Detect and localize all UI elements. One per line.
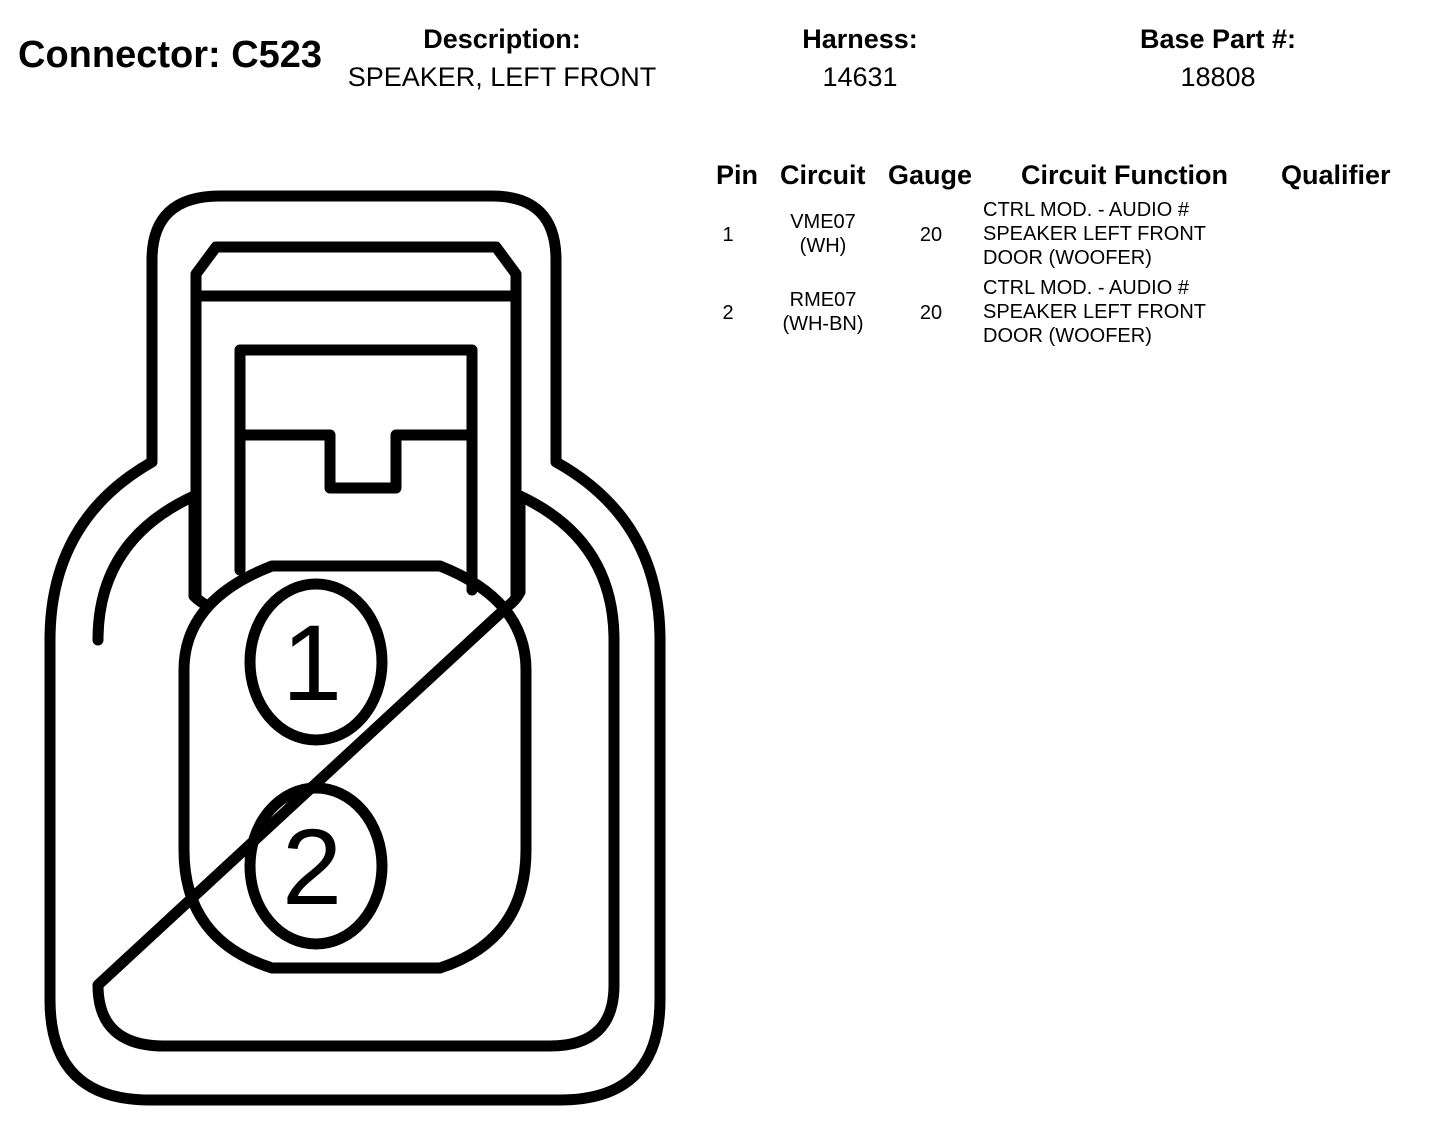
circuit-id: VME07 (WH)	[773, 210, 873, 258]
harness-value: 14631	[822, 62, 898, 92]
base-part-value: 18808	[1180, 62, 1256, 92]
locking-tab-outer	[190, 241, 522, 602]
description-value: SPEAKER, LEFT FRONT	[347, 62, 657, 92]
circuit-code: RME07	[789, 289, 857, 311]
latch-notch	[234, 429, 478, 494]
circuit-id: RME07 (WH-BN)	[773, 288, 873, 336]
harness-block: Harness: 14631	[760, 22, 960, 98]
circuit-code: VME07	[790, 211, 856, 233]
circuit-function-line: CTRL MOD. - AUDIO #	[983, 277, 1189, 299]
column-header-circuit-function: Circuit Function	[1021, 160, 1228, 190]
circuit-function-line: DOOR (WOOFER)	[983, 325, 1152, 347]
description-label: Description:	[423, 24, 581, 54]
latch-window	[234, 344, 478, 596]
circuit-function-line: DOOR (WOOFER)	[983, 247, 1152, 269]
base-part-label: Base Part #:	[1139, 24, 1297, 54]
pin-number: 1	[722, 224, 734, 246]
column-header-pin: Pin	[716, 160, 759, 190]
connector-outer-housing	[44, 190, 666, 1106]
harness-label: Harness:	[802, 24, 918, 54]
connector-face-diagram: 1 2	[44, 190, 666, 1106]
connector-title: Connector: C523	[18, 34, 323, 76]
pin-cavity-body	[178, 560, 532, 974]
circuit-function: CTRL MOD. - AUDIO # SPEAKER LEFT FRONT D…	[983, 198, 1206, 270]
pin-1-label: 1	[282, 602, 342, 723]
pin-1-circle	[244, 578, 388, 746]
column-header-qualifier: Qualifier	[1281, 160, 1391, 190]
pin-2-circle	[244, 782, 388, 950]
circuit-function-line: SPEAKER LEFT FRONT	[983, 223, 1207, 245]
base-part-block: Base Part #: 18808	[1118, 22, 1318, 98]
table-row: 1 VME07 (WH) 20 CTRL MOD. - AUDIO # SPEA…	[700, 198, 1420, 272]
circuit-color: (WH)	[799, 235, 847, 257]
circuit-color: (WH-BN)	[782, 313, 864, 335]
pin-2-label: 2	[282, 806, 342, 927]
table-row: 2 RME07 (WH-BN) 20 CTRL MOD. - AUDIO # S…	[700, 276, 1420, 350]
pin-number: 2	[722, 302, 734, 324]
description-block: Description: SPEAKER, LEFT FRONT	[332, 22, 672, 98]
column-header-gauge: Gauge	[888, 160, 973, 190]
column-header-circuit: Circuit	[780, 160, 866, 190]
circuit-function: CTRL MOD. - AUDIO # SPEAKER LEFT FRONT D…	[983, 276, 1206, 348]
circuit-function-line: CTRL MOD. - AUDIO #	[983, 199, 1189, 221]
wire-gauge: 20	[919, 224, 943, 246]
wire-gauge: 20	[919, 302, 943, 324]
circuit-function-line: SPEAKER LEFT FRONT	[983, 301, 1207, 323]
